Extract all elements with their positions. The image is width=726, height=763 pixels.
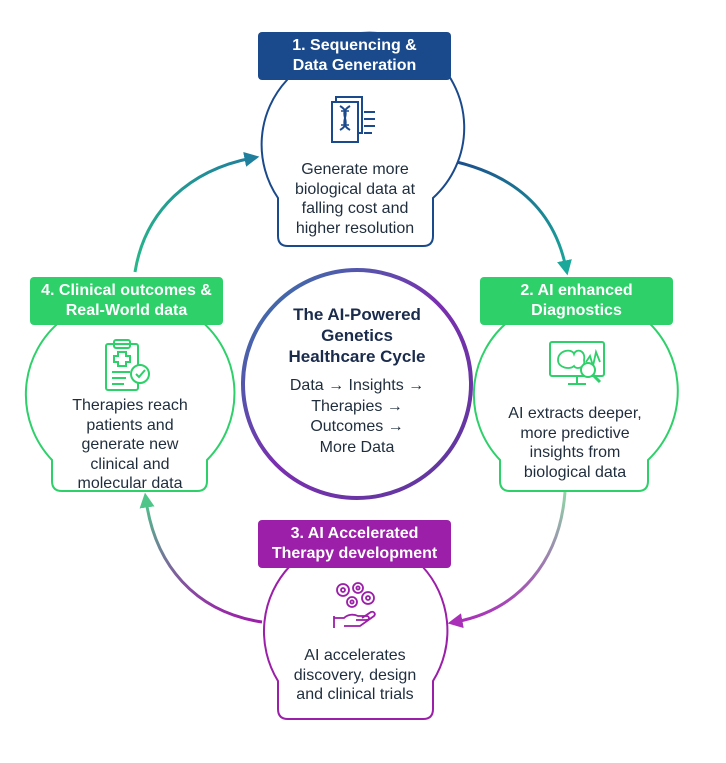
step-4-desc-line-1: Therapies reach	[72, 397, 188, 414]
step-3-card	[263, 565, 449, 720]
center-title-line-3: Healthcare Cycle	[288, 347, 426, 366]
step-4-badge-line-1: 4. Clinical outcomes &	[41, 282, 212, 299]
step-2-card	[472, 319, 679, 492]
step-4-badge: 4. Clinical outcomes & Real-World data	[30, 277, 223, 325]
step-4-badge-line-2: Real-World data	[65, 302, 188, 319]
center-subtitle-line-4: More Data	[319, 438, 395, 456]
center-subtitle: Data → Insights → Therapies → Outcomes →…	[255, 376, 459, 458]
step-1-desc-line-2: biological data at	[294, 180, 416, 198]
step-3-badge-line-2: Therapy development	[271, 545, 438, 562]
step-1-desc-line-1: Generate more	[301, 161, 409, 178]
center-subtitle-line-3: Outcomes →	[310, 418, 404, 435]
step-4-desc-line-2: patients and	[86, 416, 174, 434]
step-4-desc-line-5: molecular data	[77, 475, 183, 492]
step-1-badge-line-2: Data Generation	[292, 57, 417, 74]
step-3-desc-line-2: discovery, design	[293, 666, 417, 684]
arrow-2-to-3	[447, 491, 567, 629]
step-2-desc-line-3: insights from	[529, 444, 621, 461]
step-1-desc-line-4: higher resolution	[295, 219, 415, 237]
step-3-description: AI accelerates discovery, design and cli…	[276, 646, 434, 705]
arrow-1-to-2	[447, 158, 572, 276]
center-subtitle-line-1: Data → Insights →	[289, 377, 425, 394]
center-title-line-1: The AI-Powered	[293, 305, 421, 324]
center-title-line-2: Genetics	[321, 326, 393, 345]
step-1-badge-line-1: 1. Sequencing &	[292, 37, 417, 54]
step-1-description: Generate more biological data at falling…	[279, 160, 431, 238]
step-2-desc-line-2: more predictive	[520, 424, 630, 442]
arrow-3-to-4	[139, 492, 263, 624]
gears-hand-icon	[333, 582, 376, 628]
step-2-badge-line-1: 2. AI enhanced	[520, 282, 633, 299]
step-1-desc-line-3: falling cost and	[301, 200, 409, 217]
step-2-badge-line-2: Diagnostics	[531, 302, 622, 319]
center-subtitle-line-2: Therapies →	[311, 397, 403, 415]
step-4-description: Therapies reach patients and generate ne…	[53, 396, 207, 494]
clipboard-check-icon	[105, 339, 150, 391]
step-2-desc-line-4: biological data	[523, 463, 627, 481]
brain-monitor-icon	[549, 341, 605, 385]
step-4-card	[24, 319, 236, 492]
step-3-badge: 3. AI Accelerated Therapy development	[258, 520, 451, 568]
arrow-4-to-1	[133, 152, 260, 273]
step-2-description: AI extracts deeper, more predictive insi…	[495, 404, 655, 482]
step-4-desc-line-4: clinical and	[90, 455, 170, 473]
step-1-badge: 1. Sequencing & Data Generation	[258, 32, 451, 80]
step-2-badge: 2. AI enhanced Diagnostics	[480, 277, 673, 325]
center-title: The AI-Powered Genetics Healthcare Cycle	[255, 304, 459, 367]
step-3-desc-line-3: and clinical trials	[296, 686, 414, 703]
center-circle	[241, 268, 473, 500]
step-2-desc-line-1: AI extracts deeper,	[508, 405, 642, 422]
step-3-desc-line-1: AI accelerates	[304, 647, 406, 664]
step-4-desc-line-3: generate new	[81, 436, 179, 453]
dna-document-icon	[331, 96, 375, 143]
step-3-badge-line-1: 3. AI Accelerated	[290, 525, 419, 542]
